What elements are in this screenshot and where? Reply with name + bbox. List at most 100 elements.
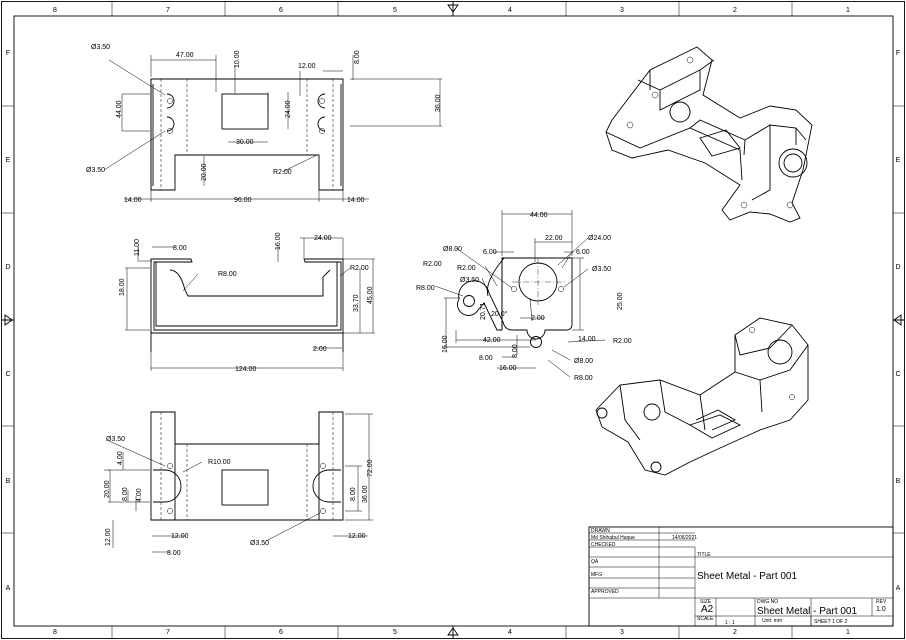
dim-label: 47.00: [176, 52, 194, 59]
size-label: SIZE: [700, 599, 712, 605]
row-label: B: [896, 478, 901, 485]
col-label: 7: [166, 629, 170, 636]
col-label: 5: [393, 629, 397, 636]
dim-label: 20.00: [201, 163, 208, 181]
col-label: 7: [166, 7, 170, 14]
dim-label: Ø24.00: [588, 235, 611, 242]
dim-label: 14.00: [578, 336, 596, 343]
row-label: D: [895, 264, 900, 271]
rev-label: REV: [876, 599, 887, 605]
dim-label: 14.00: [124, 197, 142, 204]
dim-label: R2.00: [613, 338, 632, 345]
mfg-label: MFG: [591, 572, 602, 578]
dim-label: 2.00: [313, 346, 327, 353]
sheet-size: A2: [701, 604, 714, 615]
drawing-title: Sheet Metal - Part 001: [697, 571, 797, 582]
dim-label: 20.00: [104, 480, 111, 498]
dim-label: 24.00: [285, 100, 292, 118]
row-label: B: [6, 478, 11, 485]
row-label: F: [6, 50, 10, 57]
drawn-label: DRAWN: [591, 528, 610, 534]
zone-labels: 8 7 6 5 4 3 2 1 8 7 6 5 4 3 2 1 F E D C …: [5, 7, 900, 636]
row-label: C: [895, 371, 900, 378]
dim-label: 6.00: [576, 249, 590, 256]
top-view: Ø3.50 47.00 10.00 12.00 8.00 44.00 24.00…: [86, 44, 442, 204]
dim-label: 4.00: [117, 451, 124, 465]
dim-label: 33.70: [353, 294, 360, 312]
dim-label: 72.00: [367, 459, 374, 477]
col-label: 4: [508, 7, 512, 14]
dim-label: 22.00: [545, 235, 563, 242]
dim-label: 30.00: [236, 139, 254, 146]
drawn-by: Md Shihabul Haque: [591, 535, 635, 541]
row-label: A: [6, 585, 11, 592]
col-label: 6: [279, 7, 283, 14]
dim-label: 12.00: [348, 533, 366, 540]
drawn-date: 14/06/2021: [672, 535, 697, 541]
dim-label: 6.00: [483, 249, 497, 256]
dim-label: R2.00: [273, 169, 292, 176]
col-label: 3: [620, 7, 624, 14]
dim-label: 18.00: [119, 278, 126, 296]
side-view: 44.00 22.00 Ø24.00 6.00 6.00 Ø3.50 Ø8.00…: [416, 210, 632, 382]
dim-label: R8.00: [416, 285, 435, 292]
dim-label: 8.00: [122, 487, 129, 501]
dim-label: 10.00: [234, 50, 241, 68]
dim-label: 25.00: [617, 292, 624, 310]
row-label: C: [5, 371, 10, 378]
col-label: 6: [279, 629, 283, 636]
dim-label: 8.00: [173, 245, 187, 252]
col-label: 5: [393, 7, 397, 14]
col-label: 8: [53, 629, 57, 636]
approved-label: APPROVED: [591, 589, 619, 595]
col-label: 4: [508, 629, 512, 636]
dim-label: Ø3.50: [106, 436, 125, 443]
dim-label: 11.00: [134, 239, 141, 256]
inner-border: [13, 15, 894, 627]
col-label: 3: [620, 629, 624, 636]
dim-label: Ø3.50: [250, 540, 269, 547]
row-label: E: [6, 157, 11, 164]
dwg-label: DWG NO: [757, 599, 778, 605]
units: Unit: mm: [762, 618, 782, 624]
dwg-number: Sheet Metal - Part 001: [757, 606, 857, 617]
col-label: 1: [846, 629, 850, 636]
dim-label: Ø8.00: [443, 246, 462, 253]
dim-label: 16.00: [499, 365, 517, 372]
dim-label: 14.00: [347, 197, 365, 204]
dim-label: 36.00: [362, 485, 369, 503]
scale-label: SCALE: [697, 616, 714, 622]
qa-label: QA: [591, 559, 599, 565]
dim-label: 8.00: [512, 344, 519, 358]
dim-label: 8.00: [479, 355, 493, 362]
dim-label: Ø3.50: [460, 277, 479, 284]
dim-label: 2.00: [531, 315, 545, 322]
dim-label: 44.00: [116, 100, 123, 118]
dim-label: 20.0°: [491, 310, 508, 318]
isometric-view-top: [605, 46, 813, 223]
dim-label: 4.00: [136, 488, 143, 502]
dim-label: Ø3.50: [91, 44, 110, 51]
col-label: 1: [846, 7, 850, 14]
dim-label: R2.00: [423, 261, 442, 268]
dim-label: Ø8.00: [574, 358, 593, 365]
title-block: DRAWN Md Shihabul Haque 14/06/2021 CHECK…: [588, 526, 894, 627]
dim-label: 8.00: [350, 487, 357, 501]
dim-label: 20.71: [480, 302, 487, 320]
col-label: 2: [733, 629, 737, 636]
title-label: TITLE: [697, 552, 711, 558]
dim-label: R2.00: [457, 265, 476, 272]
dim-label: 12.00: [171, 533, 189, 540]
col-label: 8: [53, 7, 57, 14]
dim-label: 16.00: [275, 232, 282, 250]
dim-label: 124.00: [235, 366, 257, 373]
row-label: D: [5, 264, 10, 271]
scale: 1 : 1: [725, 620, 735, 626]
dim-label: 12.00: [105, 528, 112, 546]
dim-label: 8.00: [167, 550, 181, 557]
dim-label: 42.00: [483, 337, 501, 344]
dim-label: 16.00: [442, 335, 449, 353]
dim-label: Ø3.50: [592, 266, 611, 273]
